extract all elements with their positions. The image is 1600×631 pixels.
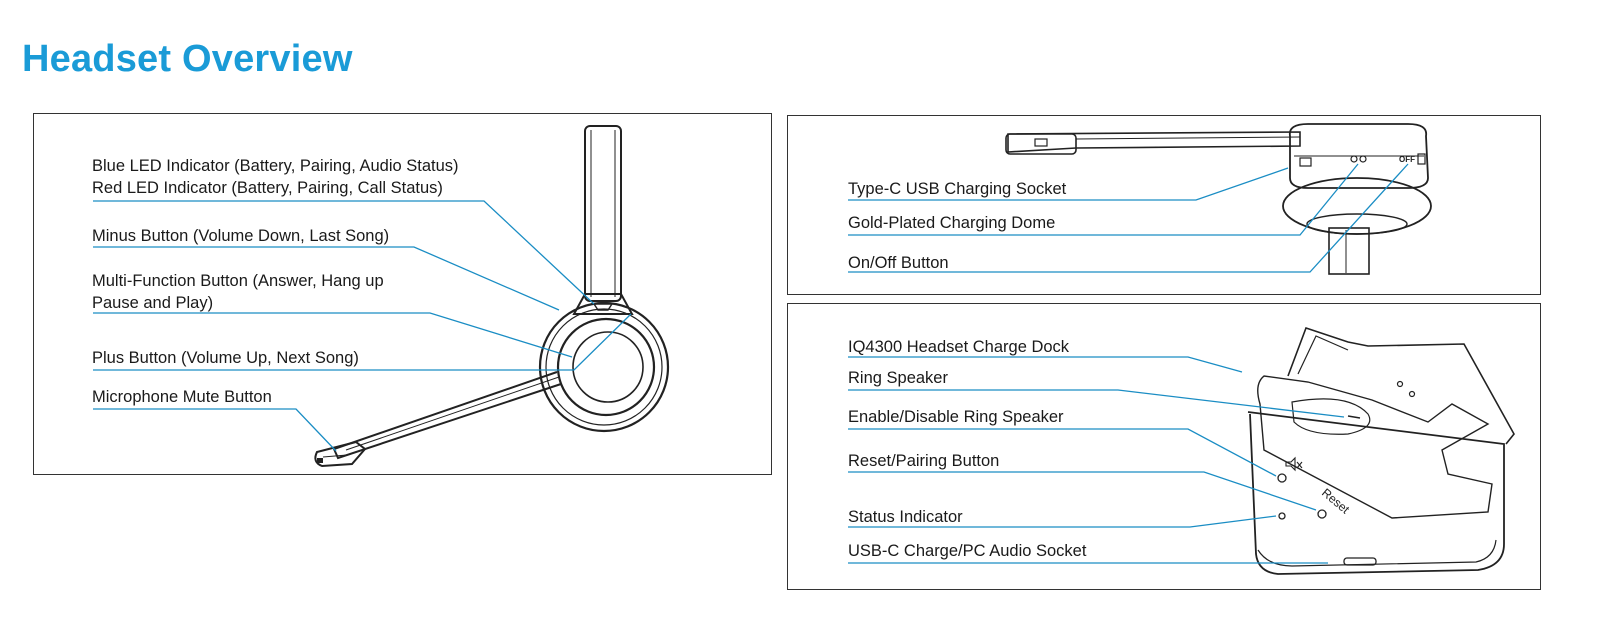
leader-line-led	[93, 200, 595, 305]
headset-front-illustration	[93, 125, 670, 468]
label-charge-dock: IQ4300 Headset Charge Dock	[848, 338, 1070, 356]
leader-line-status	[848, 515, 1277, 528]
label-multi-function-button-line2: Pause and Play)	[92, 294, 214, 312]
leader-line-charging-dome	[848, 163, 1359, 236]
reset-marking: Reset	[1319, 486, 1353, 517]
headset-side-illustration: OFF	[848, 123, 1432, 275]
label-red-led: Red LED Indicator (Battery, Pairing, Cal…	[92, 179, 443, 197]
charge-dock-panel: Reset IQ4300 Headset Charge Dock Ring Sp…	[787, 303, 1541, 590]
label-enable-disable-ring-speaker: Enable/Disable Ring Speaker	[848, 408, 1064, 426]
charge-dock-illustration: Reset	[848, 326, 1515, 575]
headset-side-panel: OFF Type-C USB Charging Socket Gold-Plat…	[787, 115, 1541, 295]
label-blue-led: Blue LED Indicator (Battery, Pairing, Au…	[92, 157, 459, 175]
label-ring-speaker: Ring Speaker	[848, 369, 948, 387]
label-onoff-button: On/Off Button	[848, 254, 949, 272]
leader-line-plus	[93, 313, 632, 371]
label-plus-button: Plus Button (Volume Up, Next Song)	[92, 349, 359, 367]
leader-line-dock	[848, 356, 1243, 373]
label-mic-mute-button: Microphone Mute Button	[92, 388, 272, 406]
label-status-indicator: Status Indicator	[848, 508, 963, 526]
leader-line-enable-ring	[848, 428, 1277, 477]
off-marking: OFF	[1399, 155, 1415, 164]
leader-line-ring-speaker	[848, 389, 1345, 418]
label-usb-charging-socket: Type-C USB Charging Socket	[848, 180, 1067, 198]
page-title: Headset Overview	[22, 38, 353, 80]
label-gold-plated-charging-dome: Gold-Plated Charging Dome	[848, 214, 1056, 232]
leader-line-minus	[93, 246, 560, 311]
leader-line-reset	[848, 471, 1317, 511]
leader-line-onoff	[848, 163, 1409, 273]
label-reset-pairing-button: Reset/Pairing Button	[848, 452, 1000, 470]
label-usbc-charge-audio-socket: USB-C Charge/PC Audio Socket	[848, 542, 1087, 560]
label-minus-button: Minus Button (Volume Down, Last Song)	[92, 227, 390, 245]
leader-line-usb-socket	[848, 167, 1289, 201]
leader-line-mfb	[93, 312, 573, 358]
headset-front-panel: Blue LED Indicator (Battery, Pairing, Au…	[33, 113, 772, 475]
label-multi-function-button-line1: Multi-Function Button (Answer, Hang up	[92, 272, 384, 290]
leader-line-mic	[93, 408, 337, 452]
